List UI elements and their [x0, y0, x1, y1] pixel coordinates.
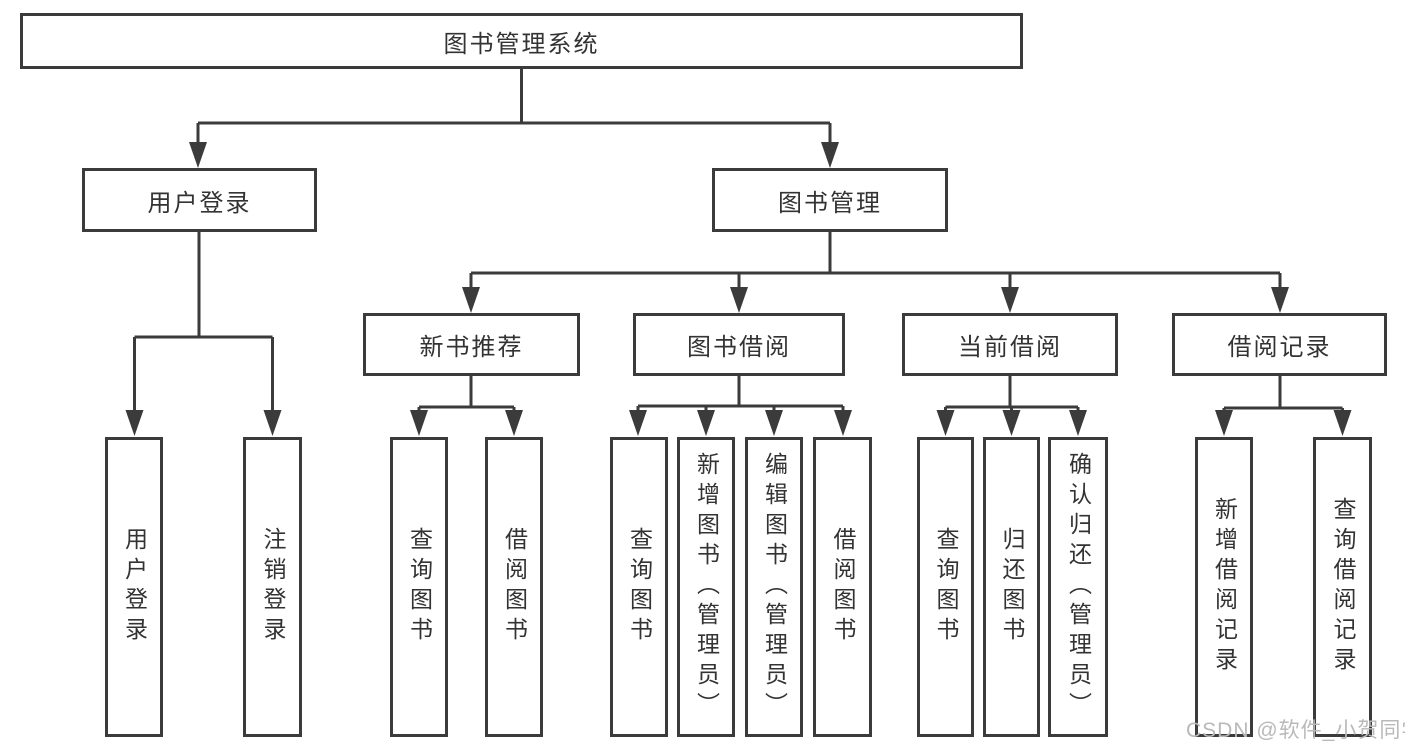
node-book-borrow: 图书借阅 — [633, 313, 845, 376]
leaf-edit-books-admin: 编辑图书（管理员） — [745, 437, 803, 737]
arrow-down-icon — [1333, 410, 1352, 436]
leaf-add-borrow-record: 新增借阅记录 — [1195, 437, 1253, 737]
leaf-borrow-books-recommend: 借阅图书 — [485, 437, 543, 737]
connector-book-management — [469, 232, 1282, 299]
leaf-add-books-admin: 新增图书（管理员） — [677, 437, 735, 737]
leaf-label: 确认归还（管理员） — [1065, 452, 1092, 722]
arrow-down-icon — [410, 410, 428, 436]
arrow-down-icon — [1271, 287, 1289, 313]
arrow-down-icon — [936, 410, 955, 436]
leaf-label: 新增图书（管理员） — [693, 452, 720, 722]
leaf-label: 查询图书 — [933, 527, 959, 647]
connector-current-borrow — [944, 376, 1080, 422]
arrow-down-icon — [1002, 410, 1021, 436]
leaf-label: 用户登录 — [121, 527, 148, 647]
node-user-login-label: 用户登录 — [147, 189, 252, 217]
node-root-label: 图书管理系统 — [443, 30, 600, 58]
arrow-down-icon — [1215, 410, 1233, 436]
arrow-down-icon — [765, 410, 783, 436]
arrow-down-icon — [1069, 410, 1087, 436]
node-root: 图书管理系统 — [20, 13, 1023, 69]
leaf-label: 归还图书 — [999, 527, 1025, 647]
leaf-query-books-current: 查询图书 — [917, 437, 974, 737]
node-book-management: 图书管理 — [712, 168, 948, 232]
node-book-management-label: 图书管理 — [778, 189, 882, 217]
leaf-logout: 注销登录 — [243, 437, 302, 737]
leaf-query-books: 查询图书 — [610, 437, 668, 737]
arrow-down-icon — [1001, 287, 1019, 313]
arrow-down-icon — [629, 410, 647, 436]
leaf-confirm-return-admin: 确认归还（管理员） — [1048, 437, 1108, 737]
arrow-down-icon — [821, 142, 839, 168]
node-current-borrow-label: 当前借阅 — [958, 334, 1062, 361]
node-borrow-records-label: 借阅记录 — [1227, 334, 1332, 361]
node-new-book-recommend: 新书推荐 — [363, 313, 580, 376]
arrow-down-icon — [263, 410, 282, 436]
node-new-book-recommend-label: 新书推荐 — [419, 334, 524, 361]
watermark: CSDN @软件_小贺同学 — [1186, 719, 1405, 742]
leaf-return-books: 归还图书 — [983, 437, 1040, 737]
connector-root — [196, 69, 832, 154]
connector-new-book — [417, 376, 516, 422]
leaf-user-login: 用户登录 — [105, 437, 163, 737]
leaf-borrow-books: 借阅图书 — [813, 437, 872, 737]
arrow-down-icon — [697, 410, 715, 436]
leaf-label: 查询图书 — [406, 527, 433, 647]
leaf-label: 借阅图书 — [501, 527, 528, 647]
arrow-down-icon — [505, 410, 523, 436]
arrow-down-icon — [834, 410, 852, 436]
arrow-down-icon — [730, 287, 748, 313]
arrow-down-icon — [462, 287, 480, 313]
connector-book-borrow — [636, 376, 845, 422]
connector-borrow-records — [1222, 376, 1344, 422]
leaf-query-books-recommend: 查询图书 — [390, 437, 448, 737]
leaf-label: 查询借阅记录 — [1330, 497, 1356, 677]
leaf-label: 查询图书 — [626, 527, 653, 647]
leaf-query-borrow-record: 查询借阅记录 — [1313, 437, 1372, 737]
node-book-borrow-label: 图书借阅 — [687, 334, 791, 361]
connector-user-login — [133, 232, 274, 422]
leaf-label: 注销登录 — [260, 527, 286, 647]
node-borrow-records: 借阅记录 — [1172, 313, 1387, 376]
arrow-down-icon — [189, 142, 207, 168]
node-user-login: 用户登录 — [82, 168, 317, 232]
node-current-borrow: 当前借阅 — [902, 313, 1118, 376]
leaf-label: 编辑图书（管理员） — [761, 452, 788, 722]
arrow-down-icon — [125, 410, 144, 436]
leaf-label: 新增借阅记录 — [1211, 497, 1238, 677]
leaf-label: 借阅图书 — [830, 527, 856, 647]
